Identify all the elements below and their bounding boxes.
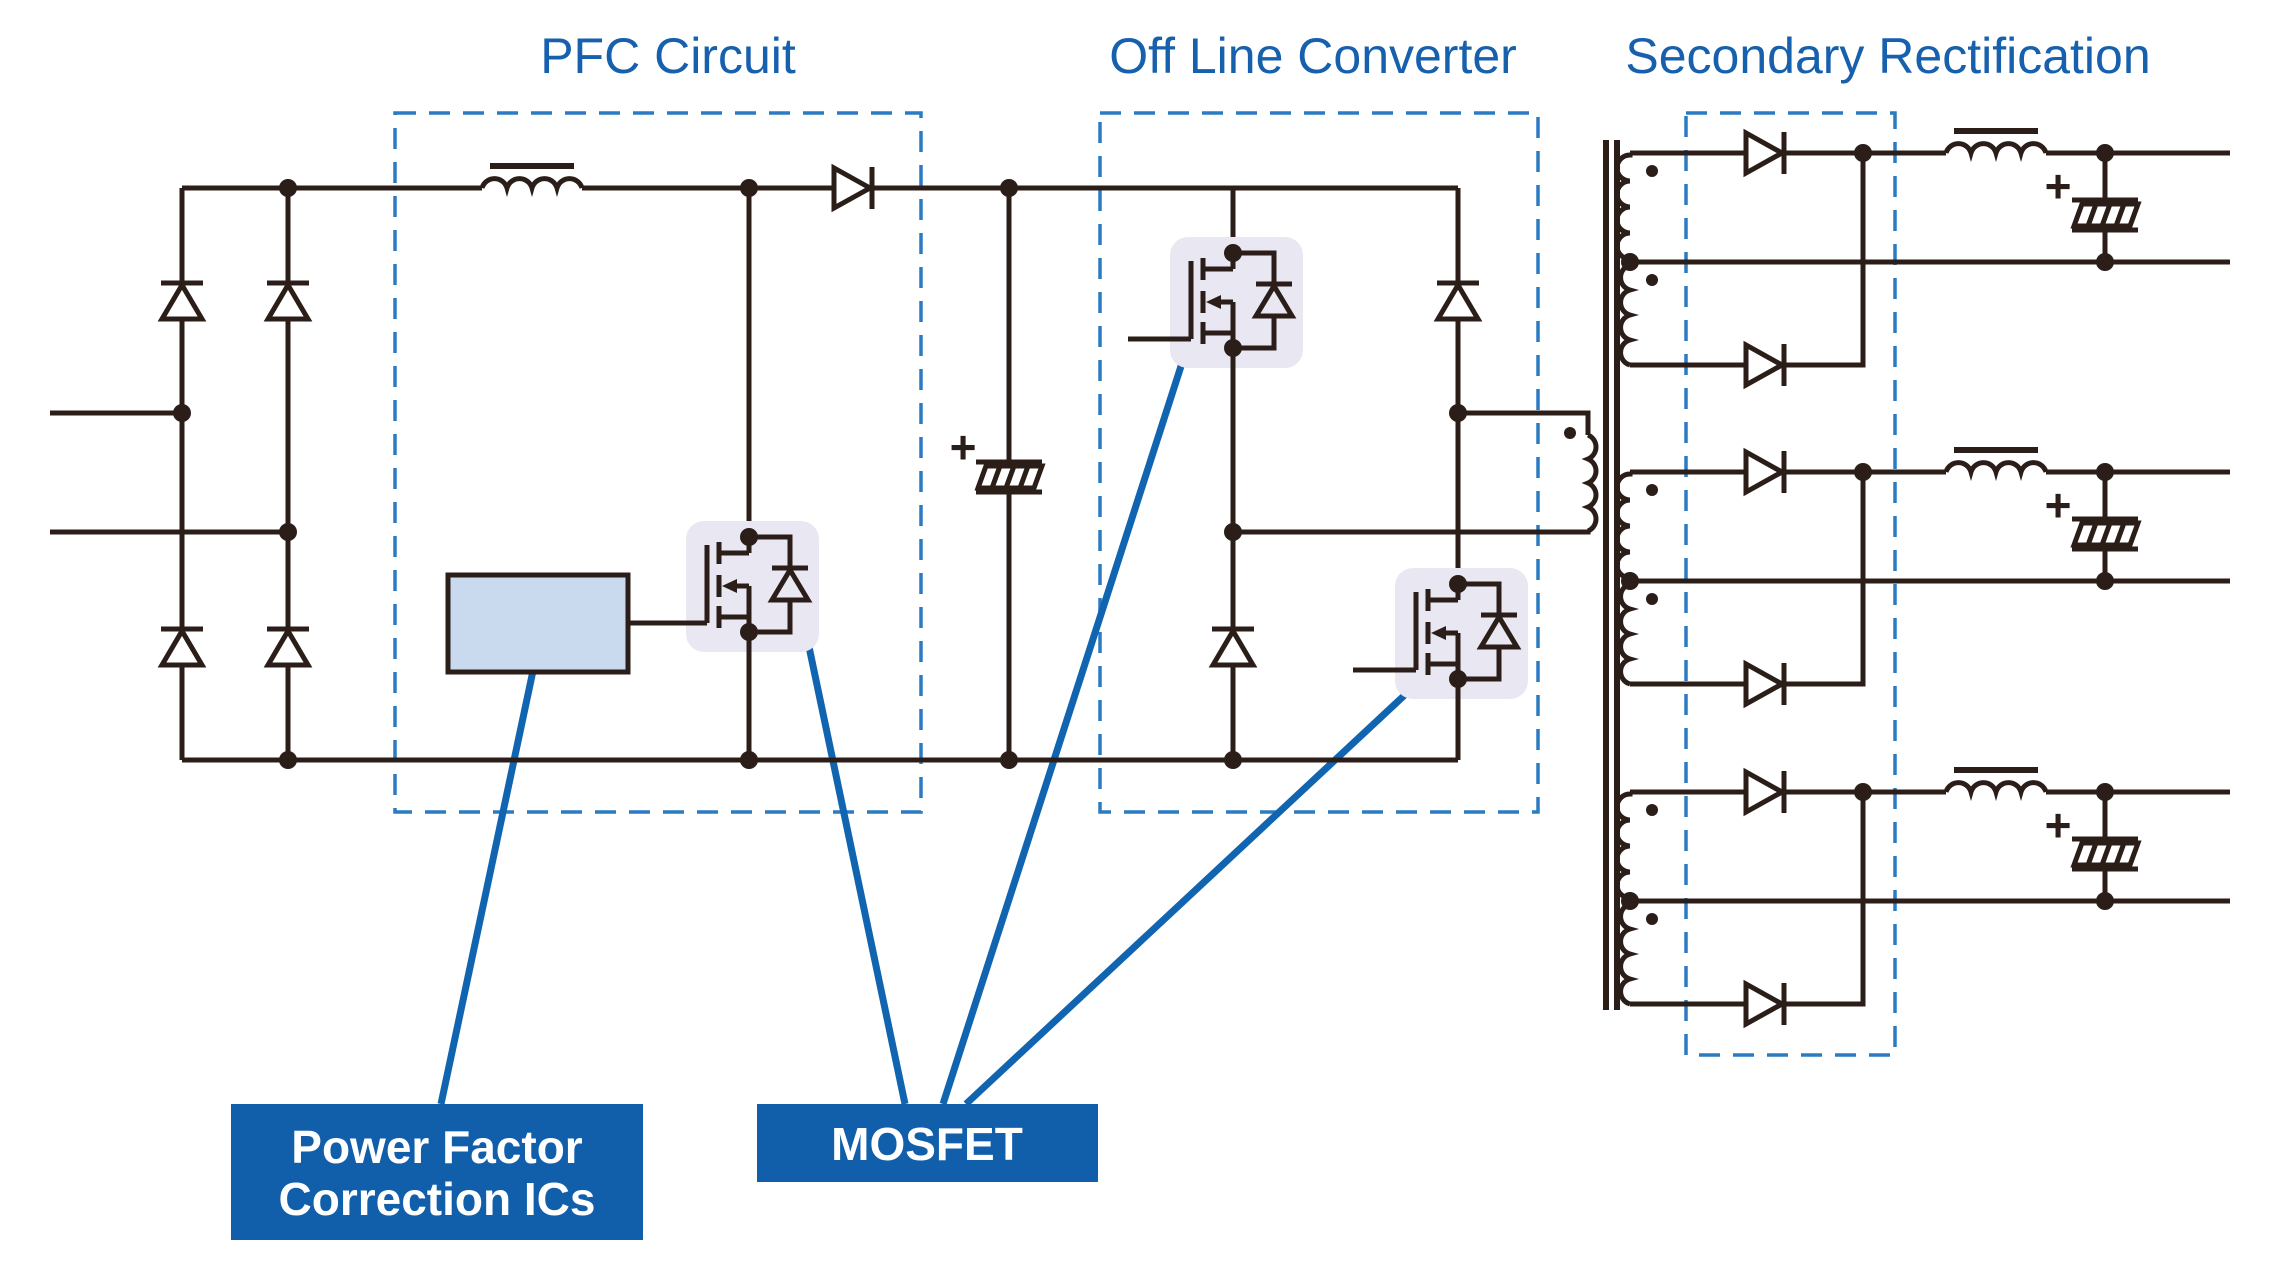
offline-section-title: Off Line Converter [1109, 28, 1517, 84]
pointer-line [939, 358, 1187, 1106]
capacitor-plus-sign: + [950, 421, 977, 473]
pointer-line [804, 641, 909, 1105]
bridge-rectifier [50, 179, 309, 769]
callout-pfc-ics: Power Factor Correction ICs [231, 1104, 643, 1240]
pfc-dashed-box [393, 111, 923, 814]
bridge-diode-icon [161, 283, 203, 319]
bridge-diode-icon [267, 629, 309, 665]
transformer-core [1603, 140, 1620, 1010]
pointer-line [963, 689, 1411, 1107]
mosfet-label: MOSFET [831, 1118, 1023, 1170]
bridge-diode-icon [267, 283, 309, 319]
pfc-ics-label-line2: Correction ICs [279, 1173, 596, 1225]
secondary-output-section [1617, 131, 2230, 386]
offline-mosfet-high-icon [1170, 237, 1303, 368]
freewheel-diode-icon [1212, 629, 1254, 665]
clamp-diode-icon [1437, 283, 1479, 319]
mosfet-label-box [757, 1104, 1098, 1182]
offline-converter [1128, 188, 1528, 769]
transformer-primary-winding [1581, 432, 1599, 534]
boost-diode-icon [834, 167, 872, 209]
secondary-section-title: Secondary Rectification [1625, 28, 2150, 84]
pfc-section-title: PFC Circuit [540, 28, 796, 84]
bulk-capacitor: + [950, 179, 1042, 769]
pfc-ics-label-box [231, 1104, 643, 1240]
callout-mosfet: MOSFET [757, 1104, 1098, 1182]
pfc-section [445, 166, 872, 769]
callout-pointer-lines [437, 358, 1411, 1107]
pointer-line [437, 651, 541, 1105]
pfc-ics-label-line1: Power Factor [291, 1121, 583, 1173]
boost-inductor-icon [482, 166, 582, 188]
primary-wire [1233, 529, 1591, 535]
primary-wire [1458, 410, 1591, 435]
pfc-mosfet-icon [686, 521, 819, 652]
offline-mosfet-low-icon [1395, 568, 1528, 699]
secondary-output-section [1617, 770, 2230, 1025]
secondary-output-section [1617, 450, 2230, 705]
pfc-ic-box [445, 572, 631, 675]
bridge-diode-icon [161, 629, 203, 665]
winding-phase-dot [1564, 427, 1576, 439]
bulk-capacitor-icon [976, 462, 1042, 492]
secondary-dashed-box [1684, 111, 1897, 1057]
offline-dashed-box [1098, 111, 1540, 814]
